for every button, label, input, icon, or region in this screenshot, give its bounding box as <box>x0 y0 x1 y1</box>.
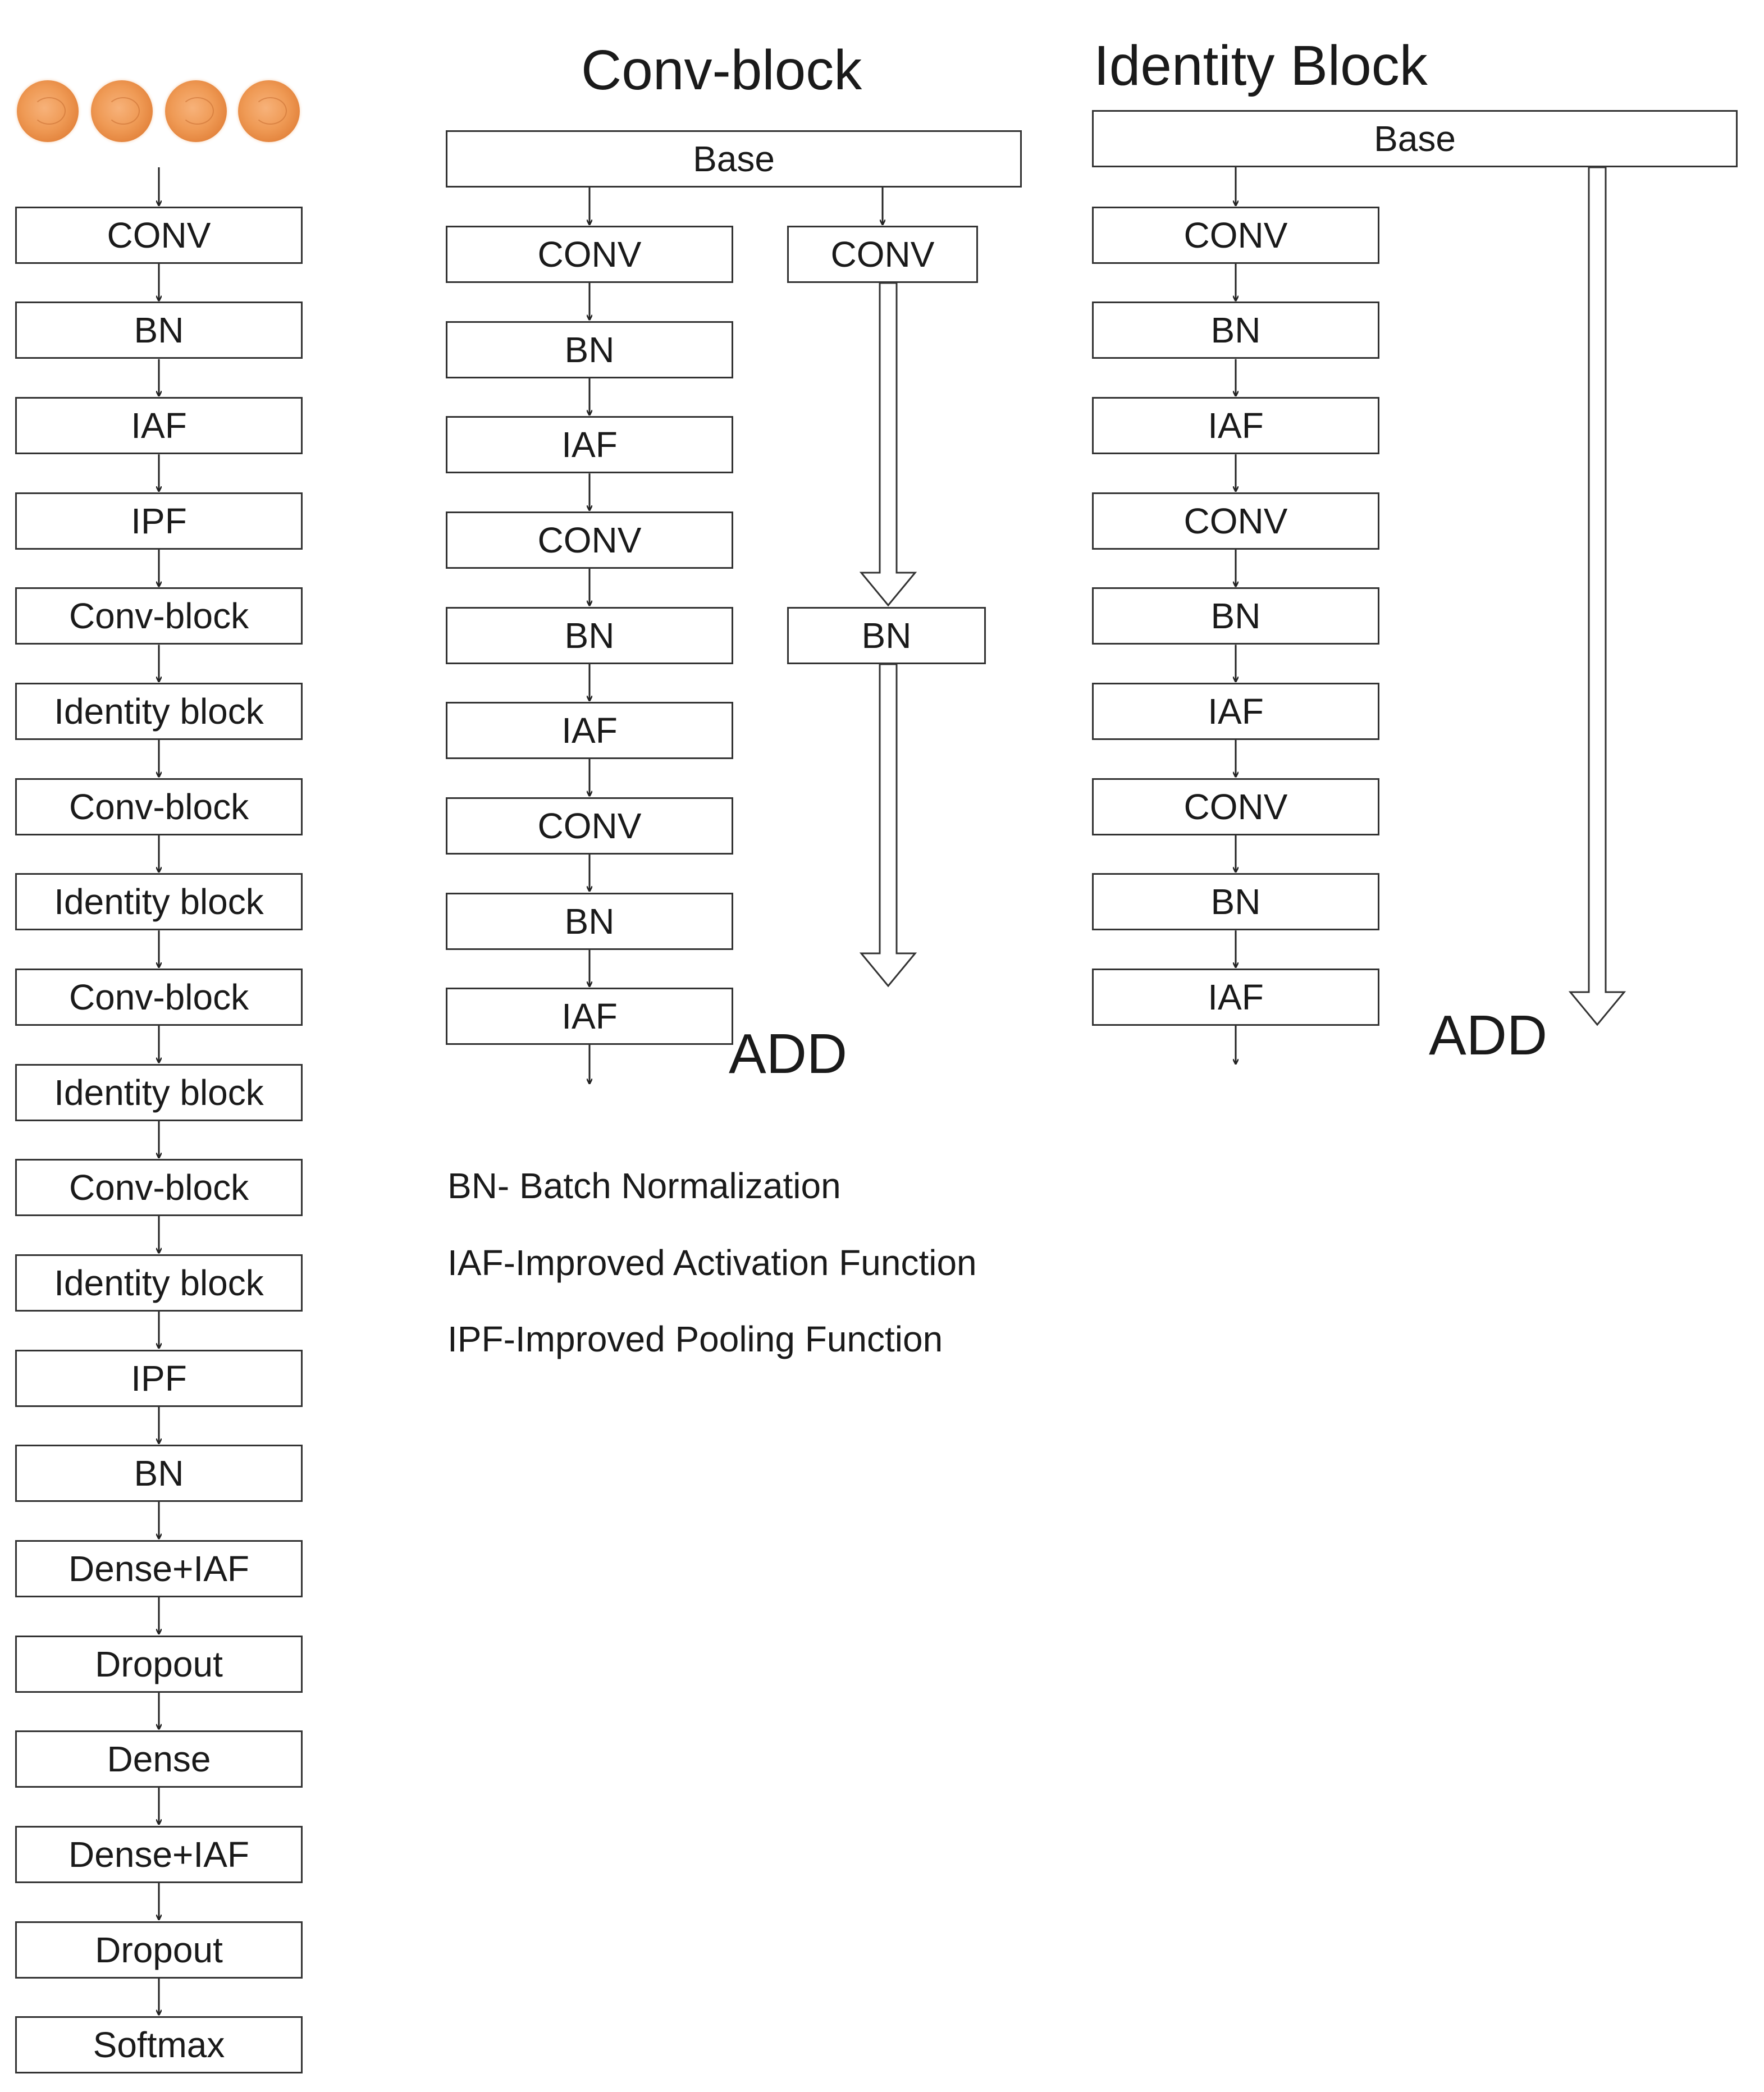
pipeline-stage: Dropout <box>15 1921 303 1979</box>
conv-block-main-stage: IAF <box>446 702 733 759</box>
conv-block-main-stage: CONV <box>446 226 733 283</box>
pipeline-stage: Conv-block <box>15 969 303 1026</box>
identity-block-main-stage: IAF <box>1092 683 1379 740</box>
fundus-image-4 <box>238 80 300 142</box>
identity-block-main-stage: BN <box>1092 587 1379 645</box>
conv-block-main-stage: BN <box>446 893 733 950</box>
identity-block-main-stage: IAF <box>1092 397 1379 454</box>
pipeline-stage: Dense <box>15 1730 303 1788</box>
conv-block-main-stage: IAF <box>446 988 733 1045</box>
pipeline-stage: Identity block <box>15 873 303 930</box>
identity-block-main-stage: CONV <box>1092 492 1379 550</box>
conv-block-add-label: ADD <box>729 1022 848 1085</box>
conv-block-main-stage: CONV <box>446 797 733 855</box>
identity-block-add-label: ADD <box>1429 1004 1548 1067</box>
pipeline-stage: IPF <box>15 1350 303 1407</box>
pipeline-stage: Conv-block <box>15 587 303 645</box>
identity-block-title: Identity Block <box>1094 34 1428 97</box>
legend-item: IAF-Improved Activation Function <box>447 1243 977 1283</box>
pipeline-stage: BN <box>15 1445 303 1502</box>
pipeline-stage: Conv-block <box>15 1159 303 1216</box>
pipeline-stage: Identity block <box>15 1254 303 1312</box>
identity-block-base: Base <box>1092 110 1738 167</box>
conv-block-title: Conv-block <box>581 39 862 102</box>
identity-block-main-stage: BN <box>1092 302 1379 359</box>
identity-block-main-stage: IAF <box>1092 969 1379 1026</box>
conv-block-base: Base <box>446 130 1022 188</box>
conv-block-main-stage: BN <box>446 321 733 378</box>
pipeline-stage: Identity block <box>15 683 303 740</box>
identity-block-main-stage: BN <box>1092 873 1379 930</box>
pipeline-stage: Dropout <box>15 1636 303 1693</box>
legend-item: BN- Batch Normalization <box>447 1166 841 1206</box>
legend-item: IPF-Improved Pooling Function <box>447 1319 943 1359</box>
fundus-image-2 <box>91 80 153 142</box>
fundus-image-3 <box>165 80 227 142</box>
conv-block-shortcut-conv: CONV <box>787 226 978 283</box>
pipeline-stage: BN <box>15 302 303 359</box>
pipeline-stage: CONV <box>15 207 303 264</box>
skip-connection-arrow <box>859 663 917 988</box>
pipeline-stage: IAF <box>15 397 303 454</box>
pipeline-stage: Identity block <box>15 1064 303 1121</box>
conv-block-main-stage: BN <box>446 607 733 664</box>
pipeline-stage: Conv-block <box>15 778 303 835</box>
pipeline-stage: IPF <box>15 492 303 550</box>
skip-connection-arrow <box>1568 166 1626 1026</box>
identity-block-main-stage: CONV <box>1092 207 1379 264</box>
pipeline-stage: Softmax <box>15 2016 303 2073</box>
conv-block-main-stage: IAF <box>446 416 733 473</box>
pipeline-stage: Dense+IAF <box>15 1826 303 1883</box>
fundus-image-1 <box>17 80 79 142</box>
conv-block-shortcut-bn: BN <box>787 607 986 664</box>
identity-block-main-stage: CONV <box>1092 778 1379 835</box>
skip-connection-arrow <box>859 282 917 607</box>
pipeline-stage: Dense+IAF <box>15 1540 303 1597</box>
conv-block-main-stage: CONV <box>446 511 733 569</box>
